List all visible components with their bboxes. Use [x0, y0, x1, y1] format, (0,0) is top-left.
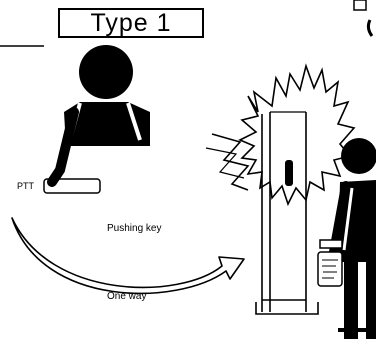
signal-burst-icon: [206, 66, 354, 204]
operator-figure: [46, 45, 150, 182]
one-way-label: One way: [107, 291, 146, 302]
receiving-person: [334, 138, 376, 339]
pushing-key-label: Pushing key: [107, 223, 161, 234]
page-title: Type 1: [58, 8, 204, 38]
corner-fragment-icon: [354, 0, 372, 36]
ptt-label: PTT: [17, 181, 34, 191]
handheld-radio: [318, 232, 342, 286]
